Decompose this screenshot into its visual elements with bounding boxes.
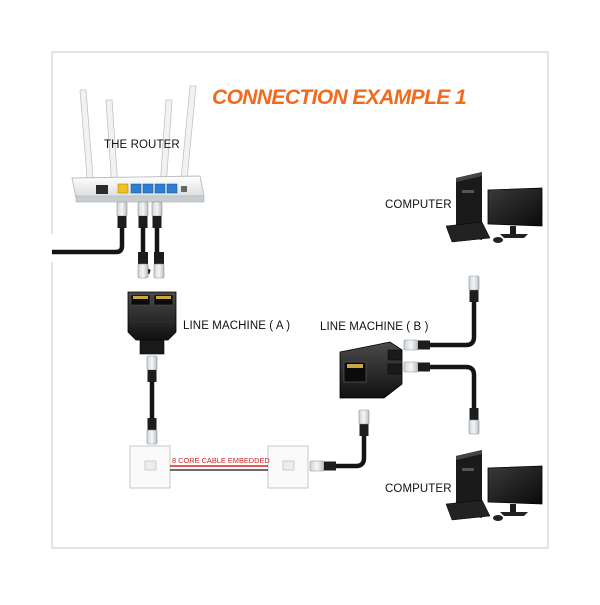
cable-note-label: 8 CORE CABLE EMBEDDED xyxy=(172,456,270,465)
router-icon xyxy=(71,85,205,203)
diagram-title: CONNECTION EXAMPLE 1 xyxy=(212,86,467,109)
computer-bottom-label: COMPUTER xyxy=(385,483,452,495)
computer-top-icon xyxy=(445,172,543,243)
line-machine-b-label: LINE MACHINE ( B ) xyxy=(320,321,429,333)
cables-b-to-computers xyxy=(403,275,480,435)
computer-bottom-icon xyxy=(445,450,543,521)
line-machine-a-icon xyxy=(127,291,177,355)
router-label: THE ROUTER xyxy=(104,139,180,151)
router-cables xyxy=(52,201,165,279)
frame xyxy=(51,51,549,549)
wall-plates xyxy=(129,445,309,489)
computer-top-label: COMPUTER xyxy=(385,199,452,211)
cable-a-to-wall xyxy=(146,355,158,445)
line-machine-b-icon xyxy=(339,341,403,399)
cable-wall-to-b xyxy=(309,409,370,472)
line-machine-a-label: LINE MACHINE ( A ) xyxy=(183,320,291,332)
